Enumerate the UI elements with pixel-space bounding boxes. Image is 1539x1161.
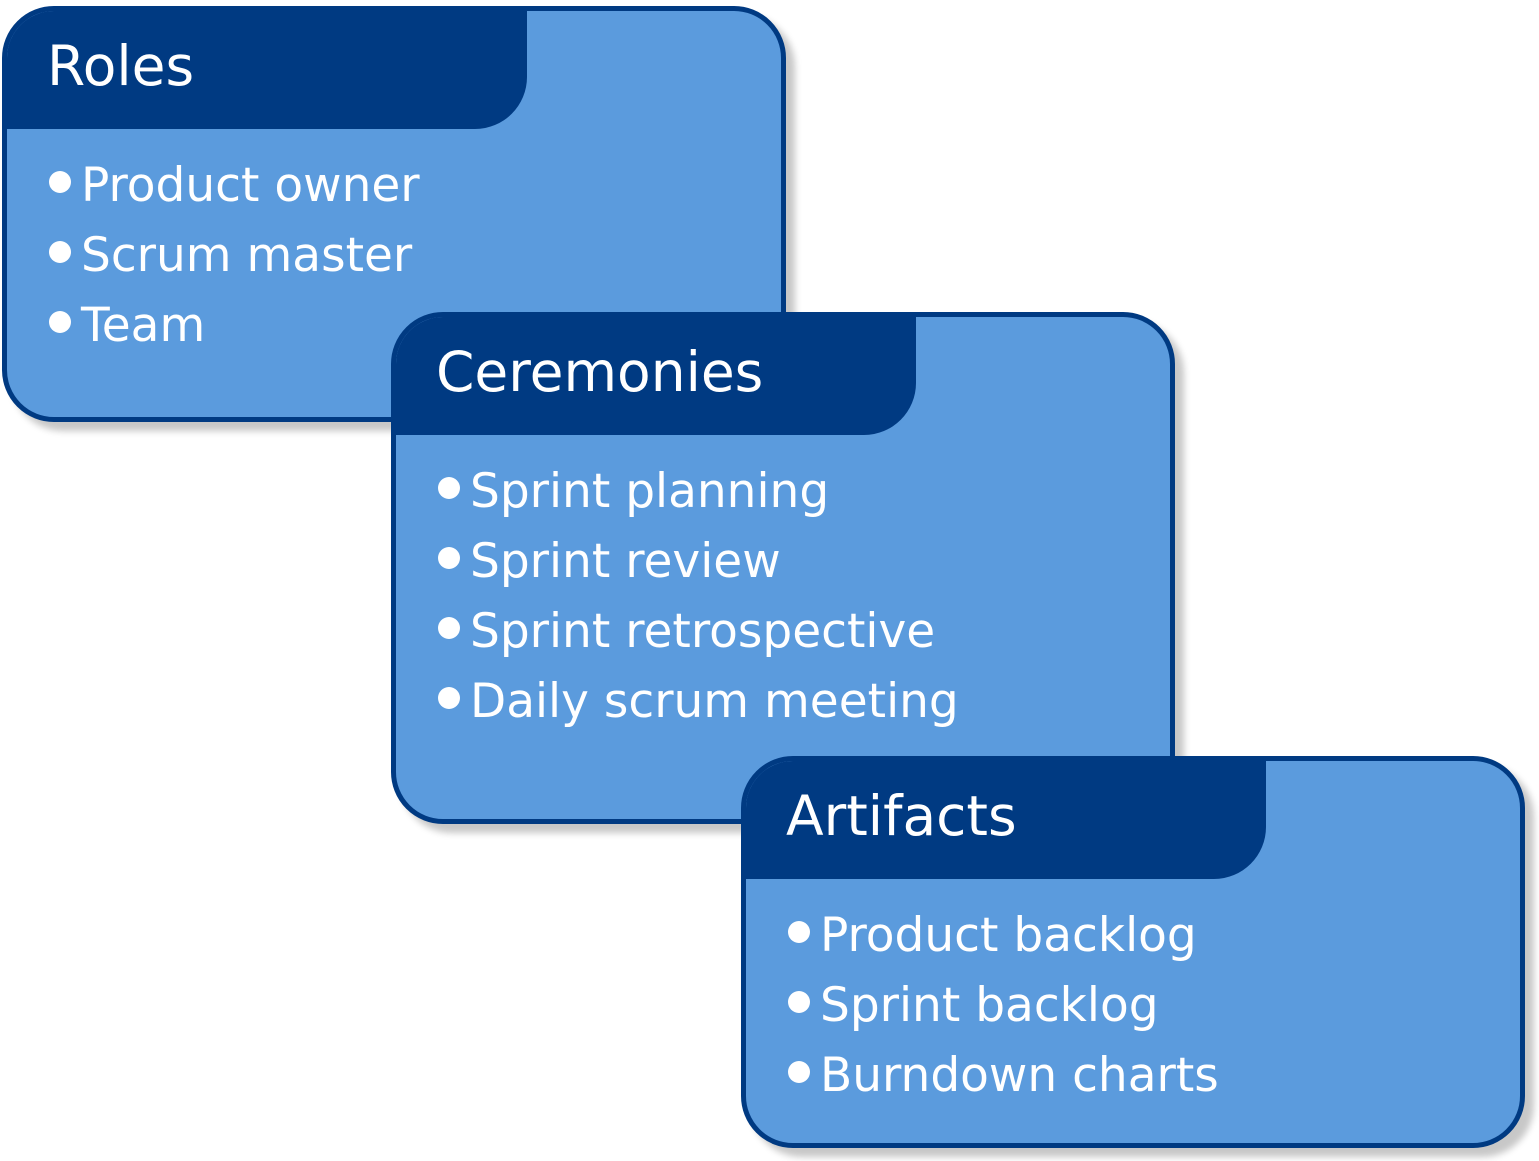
ceremonies-item-sprint-retrospective: Sprint retrospective	[438, 597, 959, 667]
roles-item-scrum-master: Scrum master	[49, 221, 420, 291]
bullet-icon	[438, 547, 460, 569]
roles-item-team: Team	[49, 291, 420, 361]
ceremonies-item-label: Sprint review	[470, 534, 781, 589]
artifacts-card-header: Artifacts	[746, 761, 1266, 879]
roles-item-label: Team	[81, 298, 206, 353]
artifacts-item-label: Burndown charts	[820, 1048, 1219, 1103]
artifacts-title: Artifacts	[786, 784, 1017, 848]
roles-card-header: Roles	[7, 11, 527, 129]
bullet-icon	[788, 991, 810, 1013]
roles-item-product-owner: Product owner	[49, 151, 420, 221]
roles-title: Roles	[47, 34, 195, 98]
bullet-icon	[788, 1061, 810, 1083]
roles-card: Roles Product owner Scrum master Team	[2, 6, 786, 422]
artifacts-item-label: Sprint backlog	[820, 978, 1159, 1033]
ceremonies-item-sprint-review: Sprint review	[438, 527, 959, 597]
ceremonies-title: Ceremonies	[436, 340, 764, 404]
roles-list: Product owner Scrum master Team	[49, 151, 420, 361]
artifacts-item-label: Product backlog	[820, 908, 1197, 963]
bullet-icon	[438, 687, 460, 709]
ceremonies-card: Ceremonies Sprint planning Sprint review…	[391, 312, 1175, 824]
artifacts-item-burndown-charts: Burndown charts	[788, 1041, 1219, 1111]
ceremonies-card-header: Ceremonies	[396, 317, 916, 435]
ceremonies-list: Sprint planning Sprint review Sprint ret…	[438, 457, 959, 737]
bullet-icon	[49, 311, 71, 333]
bullet-icon	[49, 171, 71, 193]
artifacts-item-sprint-backlog: Sprint backlog	[788, 971, 1219, 1041]
artifacts-list: Product backlog Sprint backlog Burndown …	[788, 901, 1219, 1111]
roles-item-label: Product owner	[81, 158, 420, 213]
roles-item-label: Scrum master	[81, 228, 413, 283]
bullet-icon	[438, 477, 460, 499]
artifacts-card: Artifacts Product backlog Sprint backlog…	[741, 756, 1525, 1148]
bullet-icon	[788, 921, 810, 943]
artifacts-item-product-backlog: Product backlog	[788, 901, 1219, 971]
ceremonies-item-daily-scrum-meeting: Daily scrum meeting	[438, 667, 959, 737]
ceremonies-item-label: Daily scrum meeting	[470, 674, 959, 729]
ceremonies-item-sprint-planning: Sprint planning	[438, 457, 959, 527]
ceremonies-item-label: Sprint retrospective	[470, 604, 936, 659]
ceremonies-item-label: Sprint planning	[470, 464, 830, 519]
bullet-icon	[438, 617, 460, 639]
bullet-icon	[49, 241, 71, 263]
